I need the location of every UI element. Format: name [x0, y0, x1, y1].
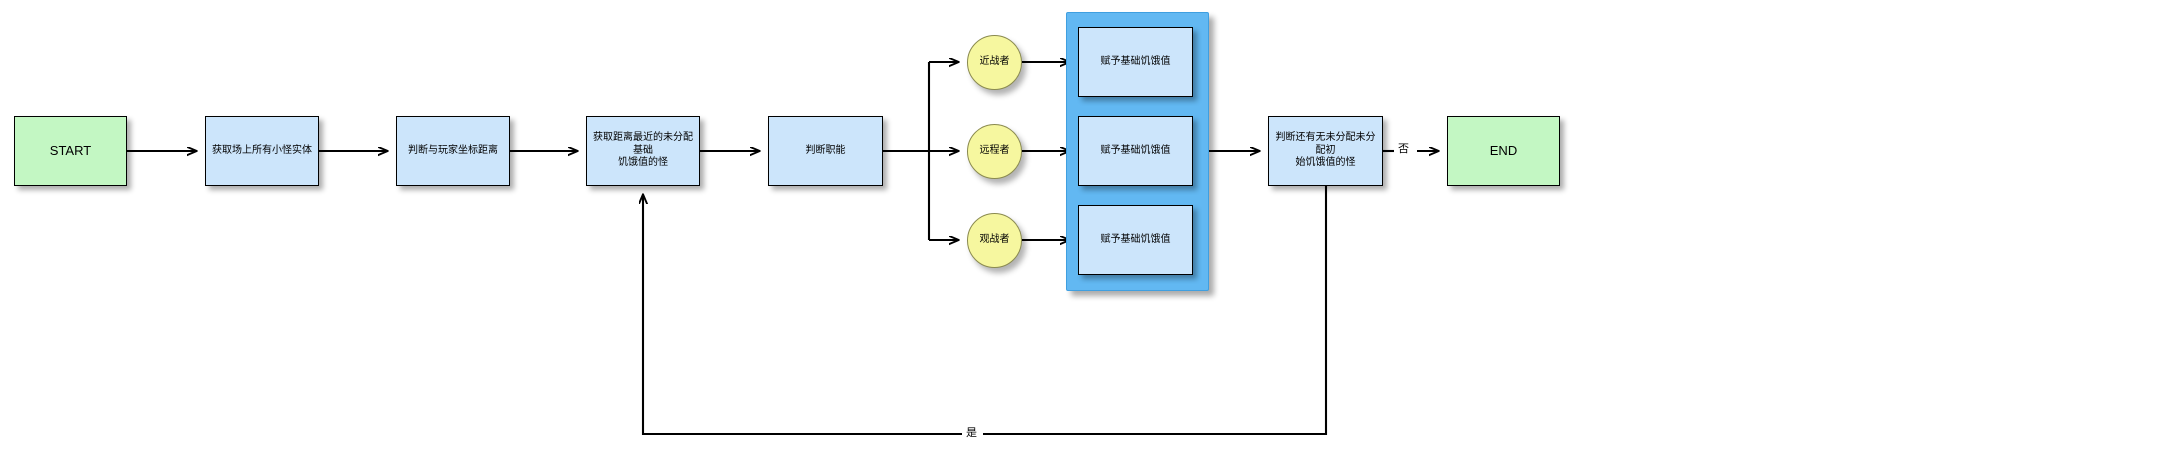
node-role-spectator[interactable]: 观战者 — [967, 213, 1022, 268]
node-judge-distance[interactable]: 判断与玩家坐标距离 — [396, 116, 510, 186]
node-assign-hunger-melee[interactable]: 赋予基础饥饿值 — [1078, 27, 1193, 97]
node-get-entities[interactable]: 获取场上所有小怪实体 — [205, 116, 319, 186]
node-assign-hunger-ranged[interactable]: 赋予基础饥饿值 — [1078, 116, 1193, 186]
node-assign-hunger-ranged-label: 赋予基础饥饿值 — [1100, 144, 1171, 156]
edge-loop-back-2 — [643, 195, 962, 436]
node-assign-hunger-melee-label: 赋予基础饥饿值 — [1100, 55, 1171, 67]
node-assign-hunger-spectator[interactable]: 赋予基础饥饿值 — [1078, 205, 1193, 275]
node-role-melee-label: 近战者 — [979, 56, 1010, 68]
node-get-nearest[interactable]: 获取距离最近的未分配基础 饥饿值的怪 — [586, 116, 700, 186]
node-judge-role-label: 判断职能 — [805, 144, 846, 156]
node-assign-hunger-spectator-label: 赋予基础饥饿值 — [1100, 233, 1171, 245]
node-judge-remaining-label: 判断还有无未分配未分配初 始饥饿值的怪 — [1275, 131, 1376, 169]
node-end-label: END — [1489, 142, 1518, 158]
node-role-ranged-label: 远程者 — [979, 145, 1010, 157]
node-get-nearest-label: 获取距离最近的未分配基础 饥饿值的怪 — [593, 131, 693, 169]
node-get-entities-label: 获取场上所有小怪实体 — [212, 144, 312, 156]
node-judge-role[interactable]: 判断职能 — [768, 116, 883, 186]
node-judge-distance-label: 判断与玩家坐标距离 — [408, 144, 498, 156]
node-role-spectator-label: 观战者 — [979, 234, 1010, 246]
node-start-label: START — [49, 142, 92, 158]
node-judge-remaining[interactable]: 判断还有无未分配未分配初 始饥饿值的怪 — [1268, 116, 1383, 186]
node-end[interactable]: END — [1447, 116, 1560, 186]
edge-label-no: 否 — [1398, 143, 1409, 155]
node-role-ranged[interactable]: 远程者 — [967, 124, 1022, 179]
node-start[interactable]: START — [14, 116, 127, 186]
node-role-melee[interactable]: 近战者 — [967, 35, 1022, 90]
edge-label-yes: 是 — [966, 427, 977, 439]
